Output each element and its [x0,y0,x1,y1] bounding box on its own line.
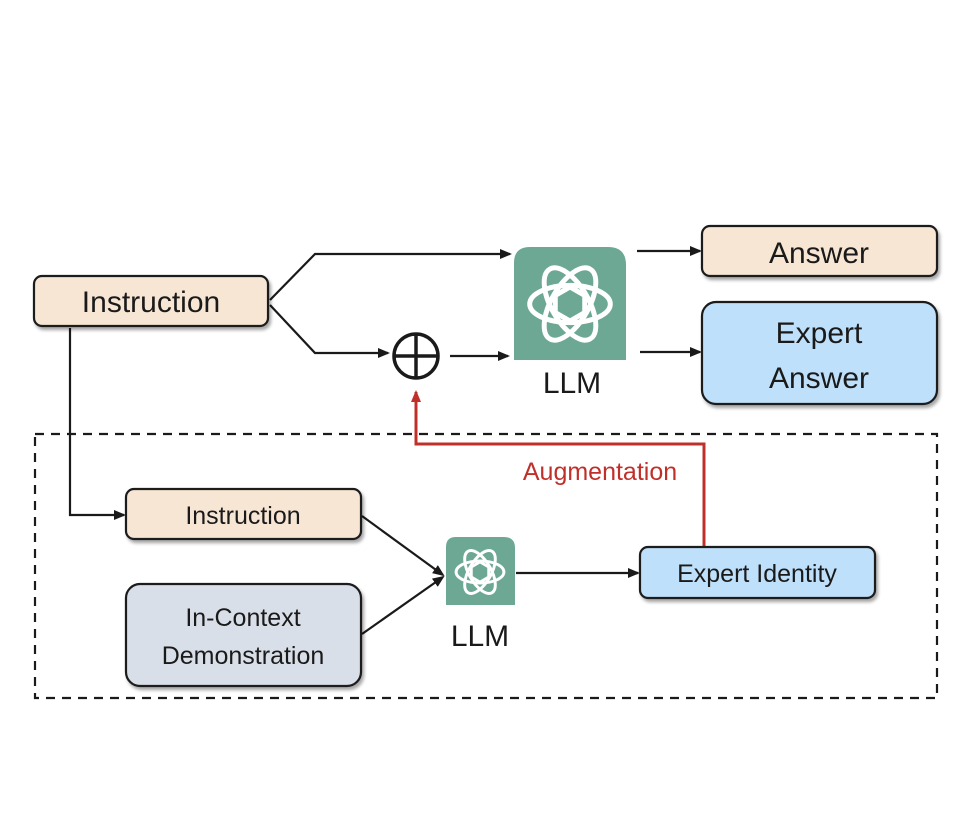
top-connectors [68,246,702,520]
arrow-demo-to-llm-small [361,575,445,635]
expert-answer-box [700,300,939,406]
expert-identity-label: Expert Identity [677,560,837,588]
instruction-label: Instruction [82,286,220,319]
circled-plus-icon [392,332,440,380]
arrow-instruction-to-llm [269,249,512,301]
openai-logo-icon-small [446,537,515,605]
answer-label: Answer [769,237,869,270]
instruction-label-small: Instruction [185,502,300,530]
llm-label-bottom: LLM [451,620,509,653]
augmentation-label: Augmentation [523,458,677,486]
demo-label-line2: Demonstration [162,642,325,670]
expert-answer-label-line2: Answer [769,362,869,395]
expert-identity-generation-region [33,432,939,700]
instruction-box-small [124,487,363,541]
demo-label-line1: In-Context [185,604,300,632]
expert-answer-label-line1: Expert [776,317,863,350]
arrow-instruction-to-llm-small [361,515,445,577]
llm-label-top: LLM [543,367,601,400]
arrow-instruction-to-bottom-instruction [68,328,126,520]
expert-identity-box [638,545,877,600]
answer-box [700,224,939,278]
instruction-box [32,274,270,328]
augmentation-arrow [411,390,706,546]
arrow-instruction-to-combine [269,304,390,358]
openai-logo-icon [514,247,626,360]
in-context-demonstration-box [124,582,363,688]
bottom-connectors [361,515,640,635]
